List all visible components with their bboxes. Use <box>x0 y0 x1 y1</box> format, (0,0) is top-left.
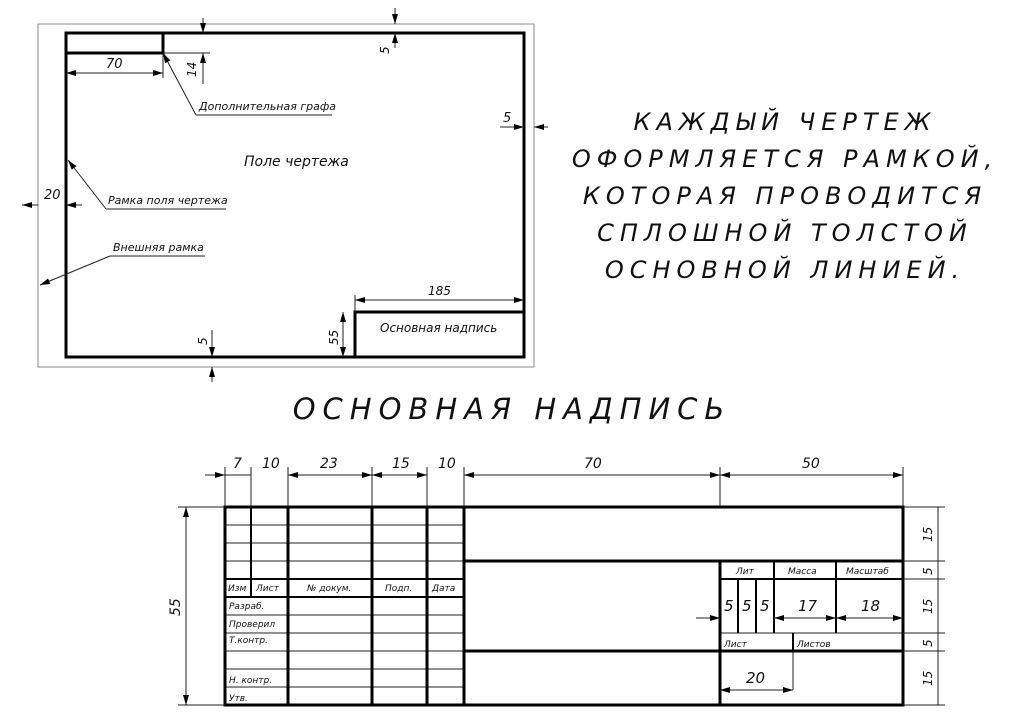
row-label-tech-control: Т.контр. <box>229 636 268 646</box>
dim-row-5: 15 <box>921 671 935 686</box>
dim-col-5: 10 <box>438 456 456 472</box>
header-izm: Изм <box>228 584 247 594</box>
dim-row-4: 5 <box>921 639 935 647</box>
dim-row-1: 15 <box>921 527 935 542</box>
row-label-norm-control: Н. контр. <box>229 676 272 686</box>
dim-title-block-width: 185 <box>428 284 451 298</box>
intro-text: КАЖДЫЙ ЧЕРТЕЖ ОФОРМЛЯЕТСЯ РАМКОЙ, КОТОРА… <box>560 104 1010 289</box>
dim-right-margin: 5 <box>503 111 511 126</box>
intro-line: КОТОРАЯ ПРОВОДИТСЯ <box>582 182 988 210</box>
label-drawing-field: Поле чертежа <box>244 154 349 170</box>
label-additional-column: Дополнительная графа <box>198 100 336 113</box>
dim-col-1: 7 <box>233 456 242 472</box>
header-mass: Масса <box>788 567 817 577</box>
header-date: Дата <box>431 584 455 594</box>
dim-title-block-height: 55 <box>327 330 341 345</box>
header-lit: Лит <box>735 567 755 577</box>
dim-total-height: 55 <box>168 598 184 616</box>
intro-line: ОСНОВНОЙ ЛИНИЕЙ. <box>604 256 966 284</box>
dim-left-margin: 20 <box>44 188 61 203</box>
label-sheets: Листов <box>796 640 831 650</box>
dim-top-margin: 5 <box>378 46 392 54</box>
intro-line: ОФОРМЛЯЕТСЯ РАМКОЙ, <box>571 145 999 173</box>
dim-additional-height: 14 <box>185 62 199 77</box>
dim-lit-2: 5 <box>742 597 752 615</box>
dimension-lines <box>22 8 548 382</box>
intro-line: СПЛОШНОЙ ТОЛСТОЙ <box>597 219 973 247</box>
title-block-grid <box>178 467 945 707</box>
intro-line: КАЖДЫЙ ЧЕРТЕЖ <box>633 108 937 136</box>
label-drawing-field-frame: Рамка поля чертежа <box>108 194 228 207</box>
dim-row-3: 15 <box>921 599 935 614</box>
header-doc-number: № докум. <box>306 584 351 594</box>
additional-column-box <box>64 31 165 55</box>
title-block-box <box>353 310 526 359</box>
dim-sheet-width: 20 <box>746 669 765 687</box>
header-list: Лист <box>255 584 280 594</box>
dim-bottom-margin: 5 <box>196 337 210 345</box>
dim-lit-1: 5 <box>724 597 734 615</box>
drawing-field-frame <box>64 31 526 359</box>
dim-col-6: 70 <box>584 456 602 472</box>
header-scale: Масштаб <box>846 567 889 577</box>
dim-col-3: 23 <box>320 456 338 472</box>
dim-col-2: 10 <box>262 456 280 472</box>
outer-frame <box>37 23 535 368</box>
dim-scale: 18 <box>861 597 880 615</box>
row-label-approved: Утв. <box>229 694 248 704</box>
header-signature: Подп. <box>385 584 412 594</box>
label-sheet: Лист <box>723 640 748 650</box>
label-outer-frame: Внешняя рамка <box>113 241 204 254</box>
row-label-developed: Разраб. <box>229 602 264 612</box>
row-label-checked: Проверил <box>229 620 275 630</box>
section-title: ОСНОВНАЯ НАДПИСЬ <box>292 392 732 426</box>
dim-lit-3: 5 <box>760 597 770 615</box>
dim-col-7: 50 <box>802 456 820 472</box>
dim-row-2: 5 <box>921 567 935 575</box>
label-title-block: Основная надпись <box>380 321 497 335</box>
dim-additional-width: 70 <box>106 57 123 72</box>
dim-mass: 17 <box>798 597 818 615</box>
dim-col-4: 15 <box>392 456 410 472</box>
